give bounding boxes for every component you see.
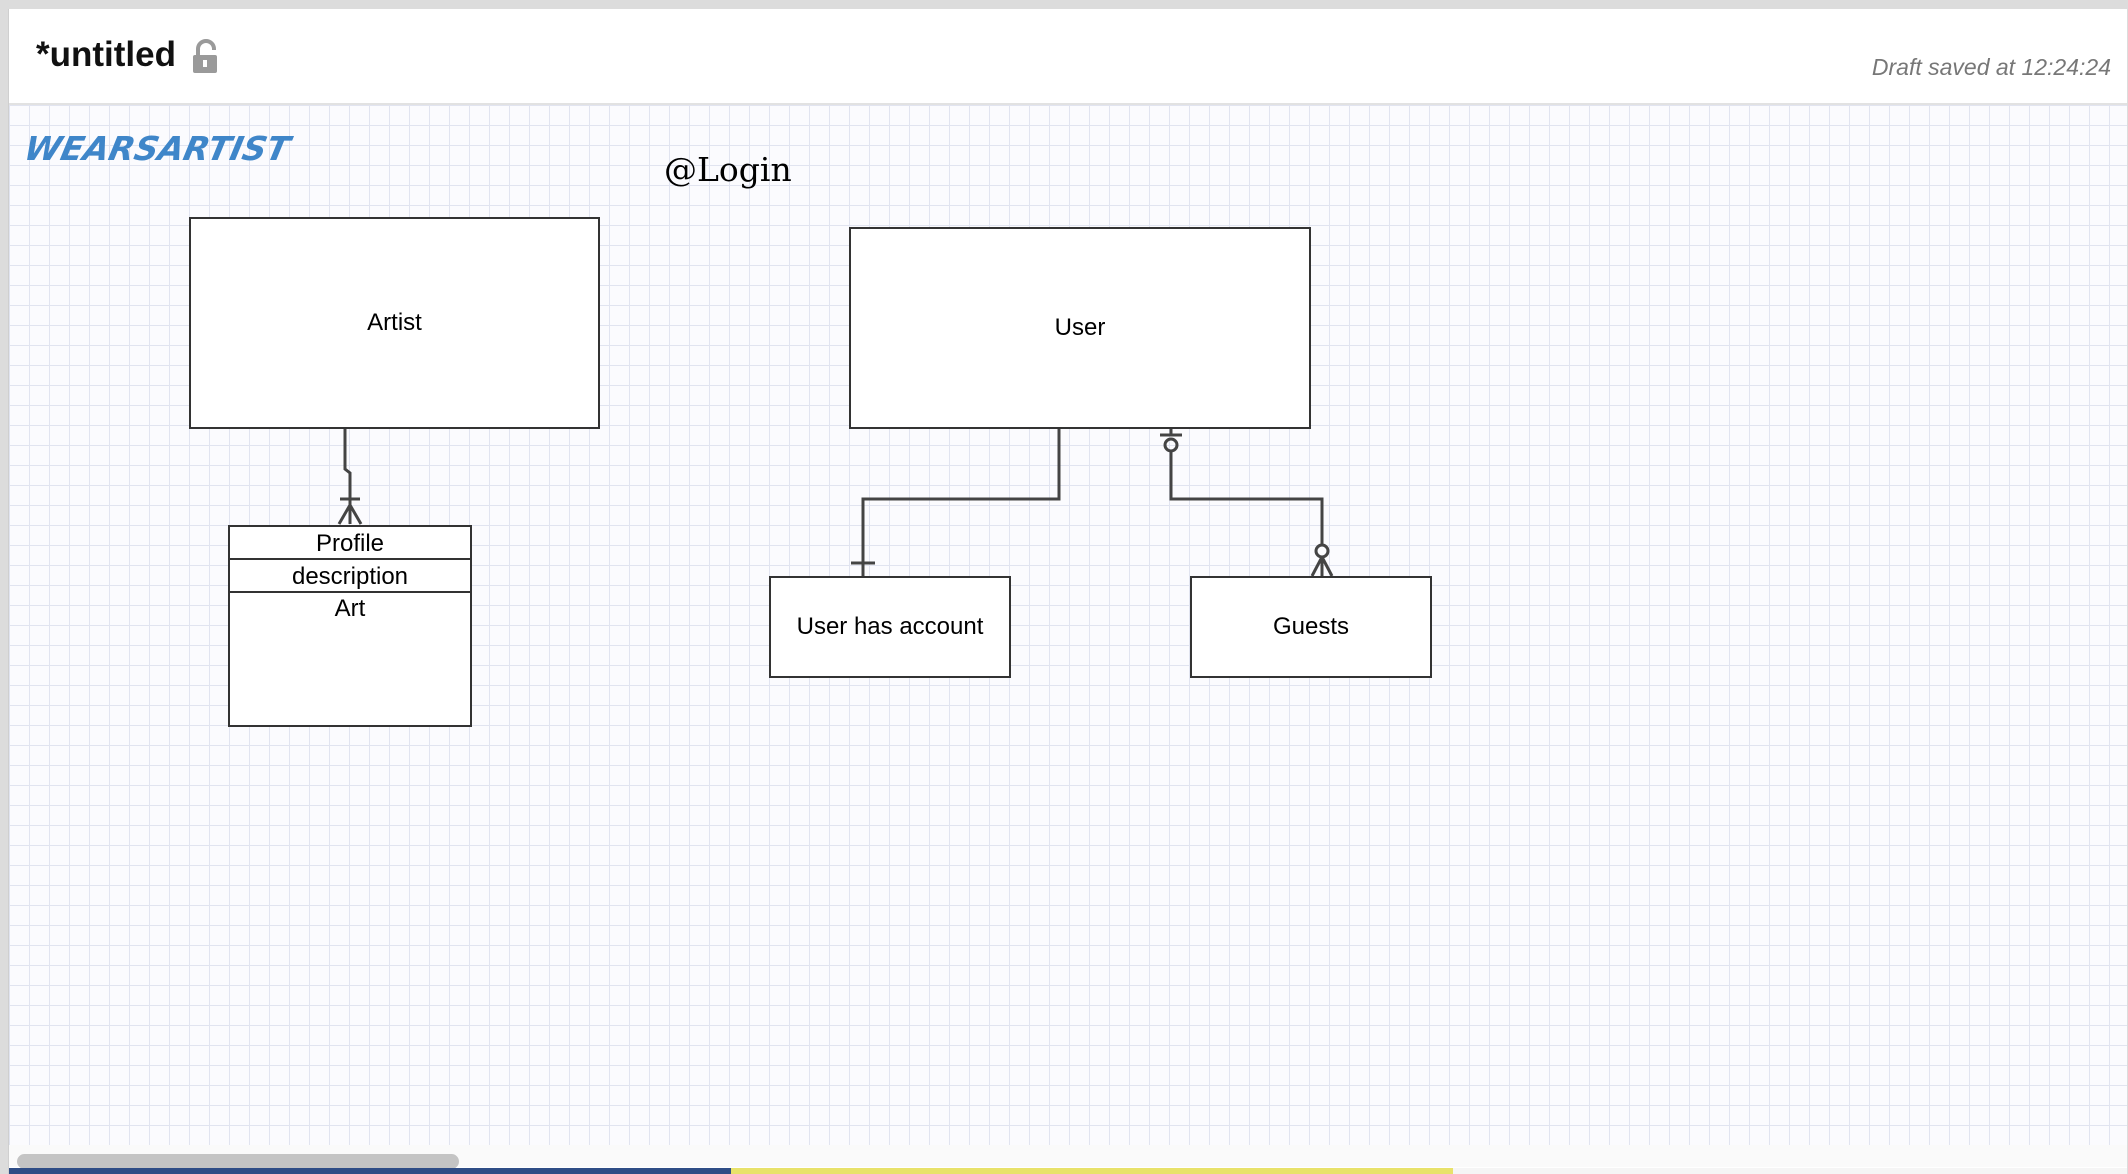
entity-user-has-account[interactable]: User has account (769, 576, 1011, 678)
entity-guests[interactable]: Guests (1190, 576, 1432, 678)
entity-guests-label: Guests (1272, 613, 1350, 640)
app-window: *untitled Draft saved at 12:24:24 WEARSA… (8, 9, 2127, 1174)
progress-segment-secondary (731, 1168, 1453, 1174)
draft-status-text: Draft saved at 12:24:24 (1871, 54, 2111, 80)
connector-artist-profile[interactable] (337, 427, 363, 525)
document-title[interactable]: *untitled (36, 35, 176, 74)
profile-table-header[interactable]: Profile (230, 527, 470, 560)
unlocked-padlock-icon[interactable] (191, 39, 221, 75)
diagram-canvas[interactable]: WEARSARTIST @Login (9, 105, 2127, 1145)
entity-user-label: User (1054, 314, 1106, 341)
profile-table-row[interactable]: Art (334, 595, 366, 622)
entity-artist-label: Artist (367, 309, 422, 336)
login-label[interactable]: @Login (664, 150, 792, 189)
entity-user-has-account-label: User has account (796, 613, 984, 640)
relationship-connectors (337, 427, 1334, 577)
entity-user[interactable]: User (849, 227, 1311, 429)
loading-progress-bar (9, 1168, 2127, 1174)
connector-user-guests[interactable] (1160, 427, 1334, 577)
horizontal-scrollbar[interactable] (9, 1145, 2127, 1167)
document-header: *untitled Draft saved at 12:24:24 (9, 9, 2127, 105)
entity-artist[interactable]: Artist (189, 217, 600, 429)
scrollbar-thumb[interactable] (17, 1154, 459, 1169)
profile-table[interactable]: Profile description Art (228, 525, 472, 727)
connector-user-account[interactable] (851, 427, 1061, 576)
progress-segment-primary (9, 1168, 731, 1174)
profile-table-row[interactable]: description (230, 560, 470, 593)
